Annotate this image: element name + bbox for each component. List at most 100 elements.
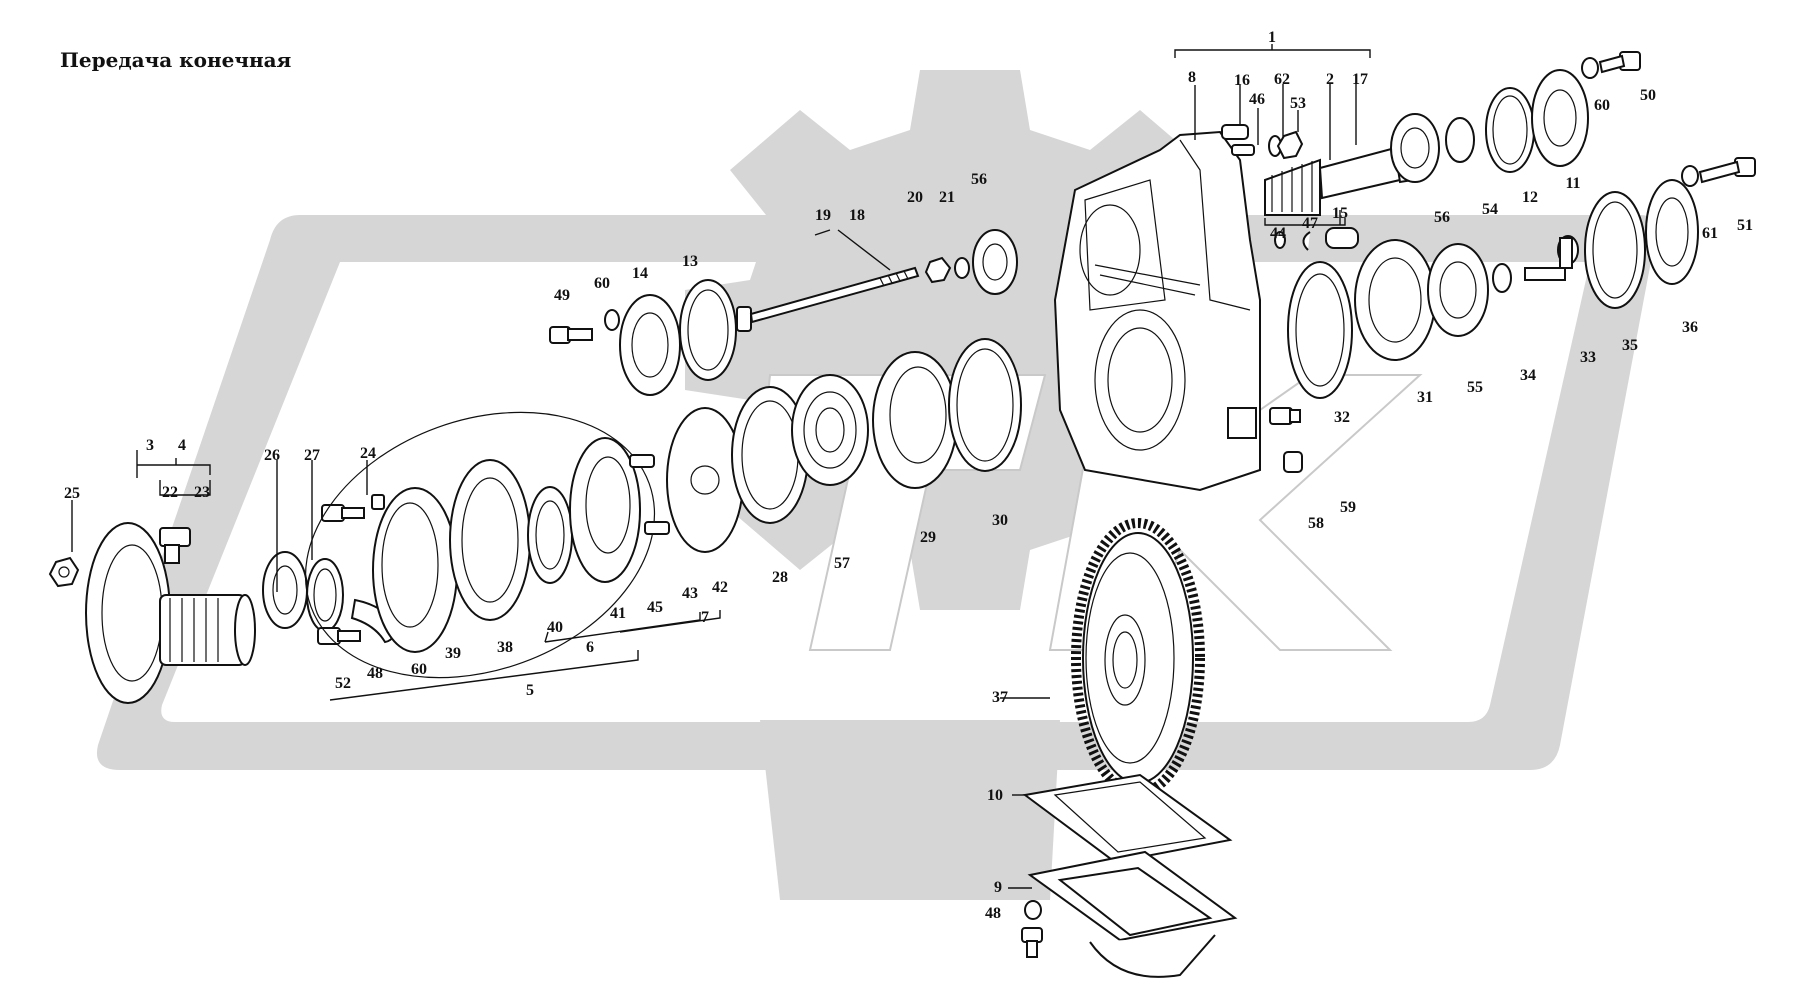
callout-label-37: 37	[992, 689, 1008, 706]
gasket-10	[1022, 773, 1233, 864]
final-drive-housing	[1053, 130, 1261, 492]
callout-label-39: 39	[445, 645, 461, 662]
callout-label-10: 10	[987, 787, 1003, 804]
callout-label-3: 3	[146, 437, 154, 454]
callout-label-60: 60	[411, 661, 427, 678]
pin-46	[1231, 144, 1255, 156]
bolt-33	[1524, 235, 1579, 281]
bearing-55	[1427, 243, 1489, 337]
callout-label-48: 48	[985, 905, 1001, 922]
callout-label-14: 14	[632, 265, 648, 282]
cover-36	[1645, 179, 1699, 285]
cover-11	[1531, 69, 1589, 167]
seal-54	[1445, 117, 1475, 163]
callout-label-58: 58	[1308, 515, 1324, 532]
gasket-13	[679, 279, 737, 381]
callout-label-59: 59	[1340, 499, 1356, 516]
callout-label-35: 35	[1622, 337, 1638, 354]
callout-label-21: 21	[939, 189, 955, 206]
clip-47	[1302, 231, 1311, 251]
callout-label-28: 28	[772, 569, 788, 586]
callout-label-47: 47	[1302, 215, 1318, 232]
callout-label-30: 30	[992, 512, 1008, 529]
washer-21	[954, 257, 970, 279]
cover-39	[372, 487, 458, 653]
bolt-50	[1598, 51, 1641, 74]
leader-lines	[71, 44, 1371, 889]
callout-label-23: 23	[194, 484, 210, 501]
ring-27	[306, 558, 344, 632]
bolt-51	[1698, 157, 1756, 184]
watermark-logo	[96, 70, 1657, 900]
callout-label-16: 16	[1234, 72, 1250, 89]
callout-label-8: 8	[1188, 69, 1196, 86]
callout-label-34: 34	[1520, 367, 1536, 384]
callout-label-17: 17	[1352, 71, 1368, 88]
callout-label-24: 24	[360, 445, 376, 462]
callout-label-44: 44	[1270, 225, 1286, 242]
bearing-57	[791, 374, 869, 486]
callout-label-19: 19	[815, 207, 831, 224]
gasket-35	[1584, 191, 1646, 309]
callout-label-25: 25	[64, 485, 80, 502]
callout-label-57: 57	[834, 555, 850, 572]
plug-59	[1269, 407, 1301, 425]
callout-label-36: 36	[1682, 319, 1698, 336]
callout-label-49: 49	[554, 287, 570, 304]
bearing-56	[972, 229, 1018, 295]
callout-label-27: 27	[304, 447, 320, 464]
nut-20	[924, 256, 952, 284]
callout-label-26: 26	[264, 447, 280, 464]
callout-label-43: 43	[682, 585, 698, 602]
bearing-56-upper	[1390, 113, 1440, 183]
callout-label-48: 48	[367, 665, 383, 682]
callout-label-62: 62	[1274, 71, 1290, 88]
ring-gear-37	[1071, 518, 1205, 798]
callout-label-51: 51	[1737, 217, 1753, 234]
callout-label-31: 31	[1417, 389, 1433, 406]
callout-label-60: 60	[594, 275, 610, 292]
ring-44	[1274, 231, 1286, 249]
plug-58	[1283, 451, 1303, 473]
callout-label-56: 56	[1434, 209, 1450, 226]
bolt-22	[159, 527, 191, 564]
callout-label-38: 38	[497, 639, 513, 656]
page-title: Передача конечная	[60, 48, 292, 72]
stud-45	[644, 521, 670, 535]
output-flange-shaft	[85, 522, 256, 704]
callout-label-60: 60	[1594, 97, 1610, 114]
plate-42	[666, 407, 744, 553]
cover-14	[619, 294, 681, 396]
callout-label-41: 41	[610, 605, 626, 622]
callout-label-13: 13	[682, 253, 698, 270]
washer-60	[604, 309, 620, 331]
callout-label-53: 53	[1290, 95, 1306, 112]
washer-60-top	[1581, 57, 1599, 79]
bearing-cup-29	[872, 351, 958, 489]
callout-label-20: 20	[907, 189, 923, 206]
pin-16	[1221, 124, 1249, 140]
callout-label-6: 6	[586, 639, 594, 656]
pin-43	[629, 454, 655, 468]
washer-34	[1492, 263, 1512, 293]
callout-label-52: 52	[335, 675, 351, 692]
callout-label-42: 42	[712, 579, 728, 596]
nut-53	[1276, 130, 1304, 160]
callout-label-32: 32	[1334, 409, 1350, 426]
oil-pan-9	[1027, 850, 1238, 978]
bolt-48-bottom	[1021, 927, 1043, 958]
callout-label-15: 15	[1332, 205, 1348, 222]
callout-label-4: 4	[178, 437, 186, 454]
callout-label-9: 9	[994, 879, 1002, 896]
bolt-49	[549, 326, 593, 344]
gasket-32	[1287, 261, 1353, 399]
callout-label-56: 56	[971, 171, 987, 188]
callout-label-33: 33	[1580, 349, 1596, 366]
callout-label-7: 7	[701, 609, 709, 626]
callout-label-11: 11	[1565, 175, 1580, 192]
callout-label-2: 2	[1326, 71, 1334, 88]
callout-label-22: 22	[162, 484, 178, 501]
callout-label-46: 46	[1249, 91, 1265, 108]
